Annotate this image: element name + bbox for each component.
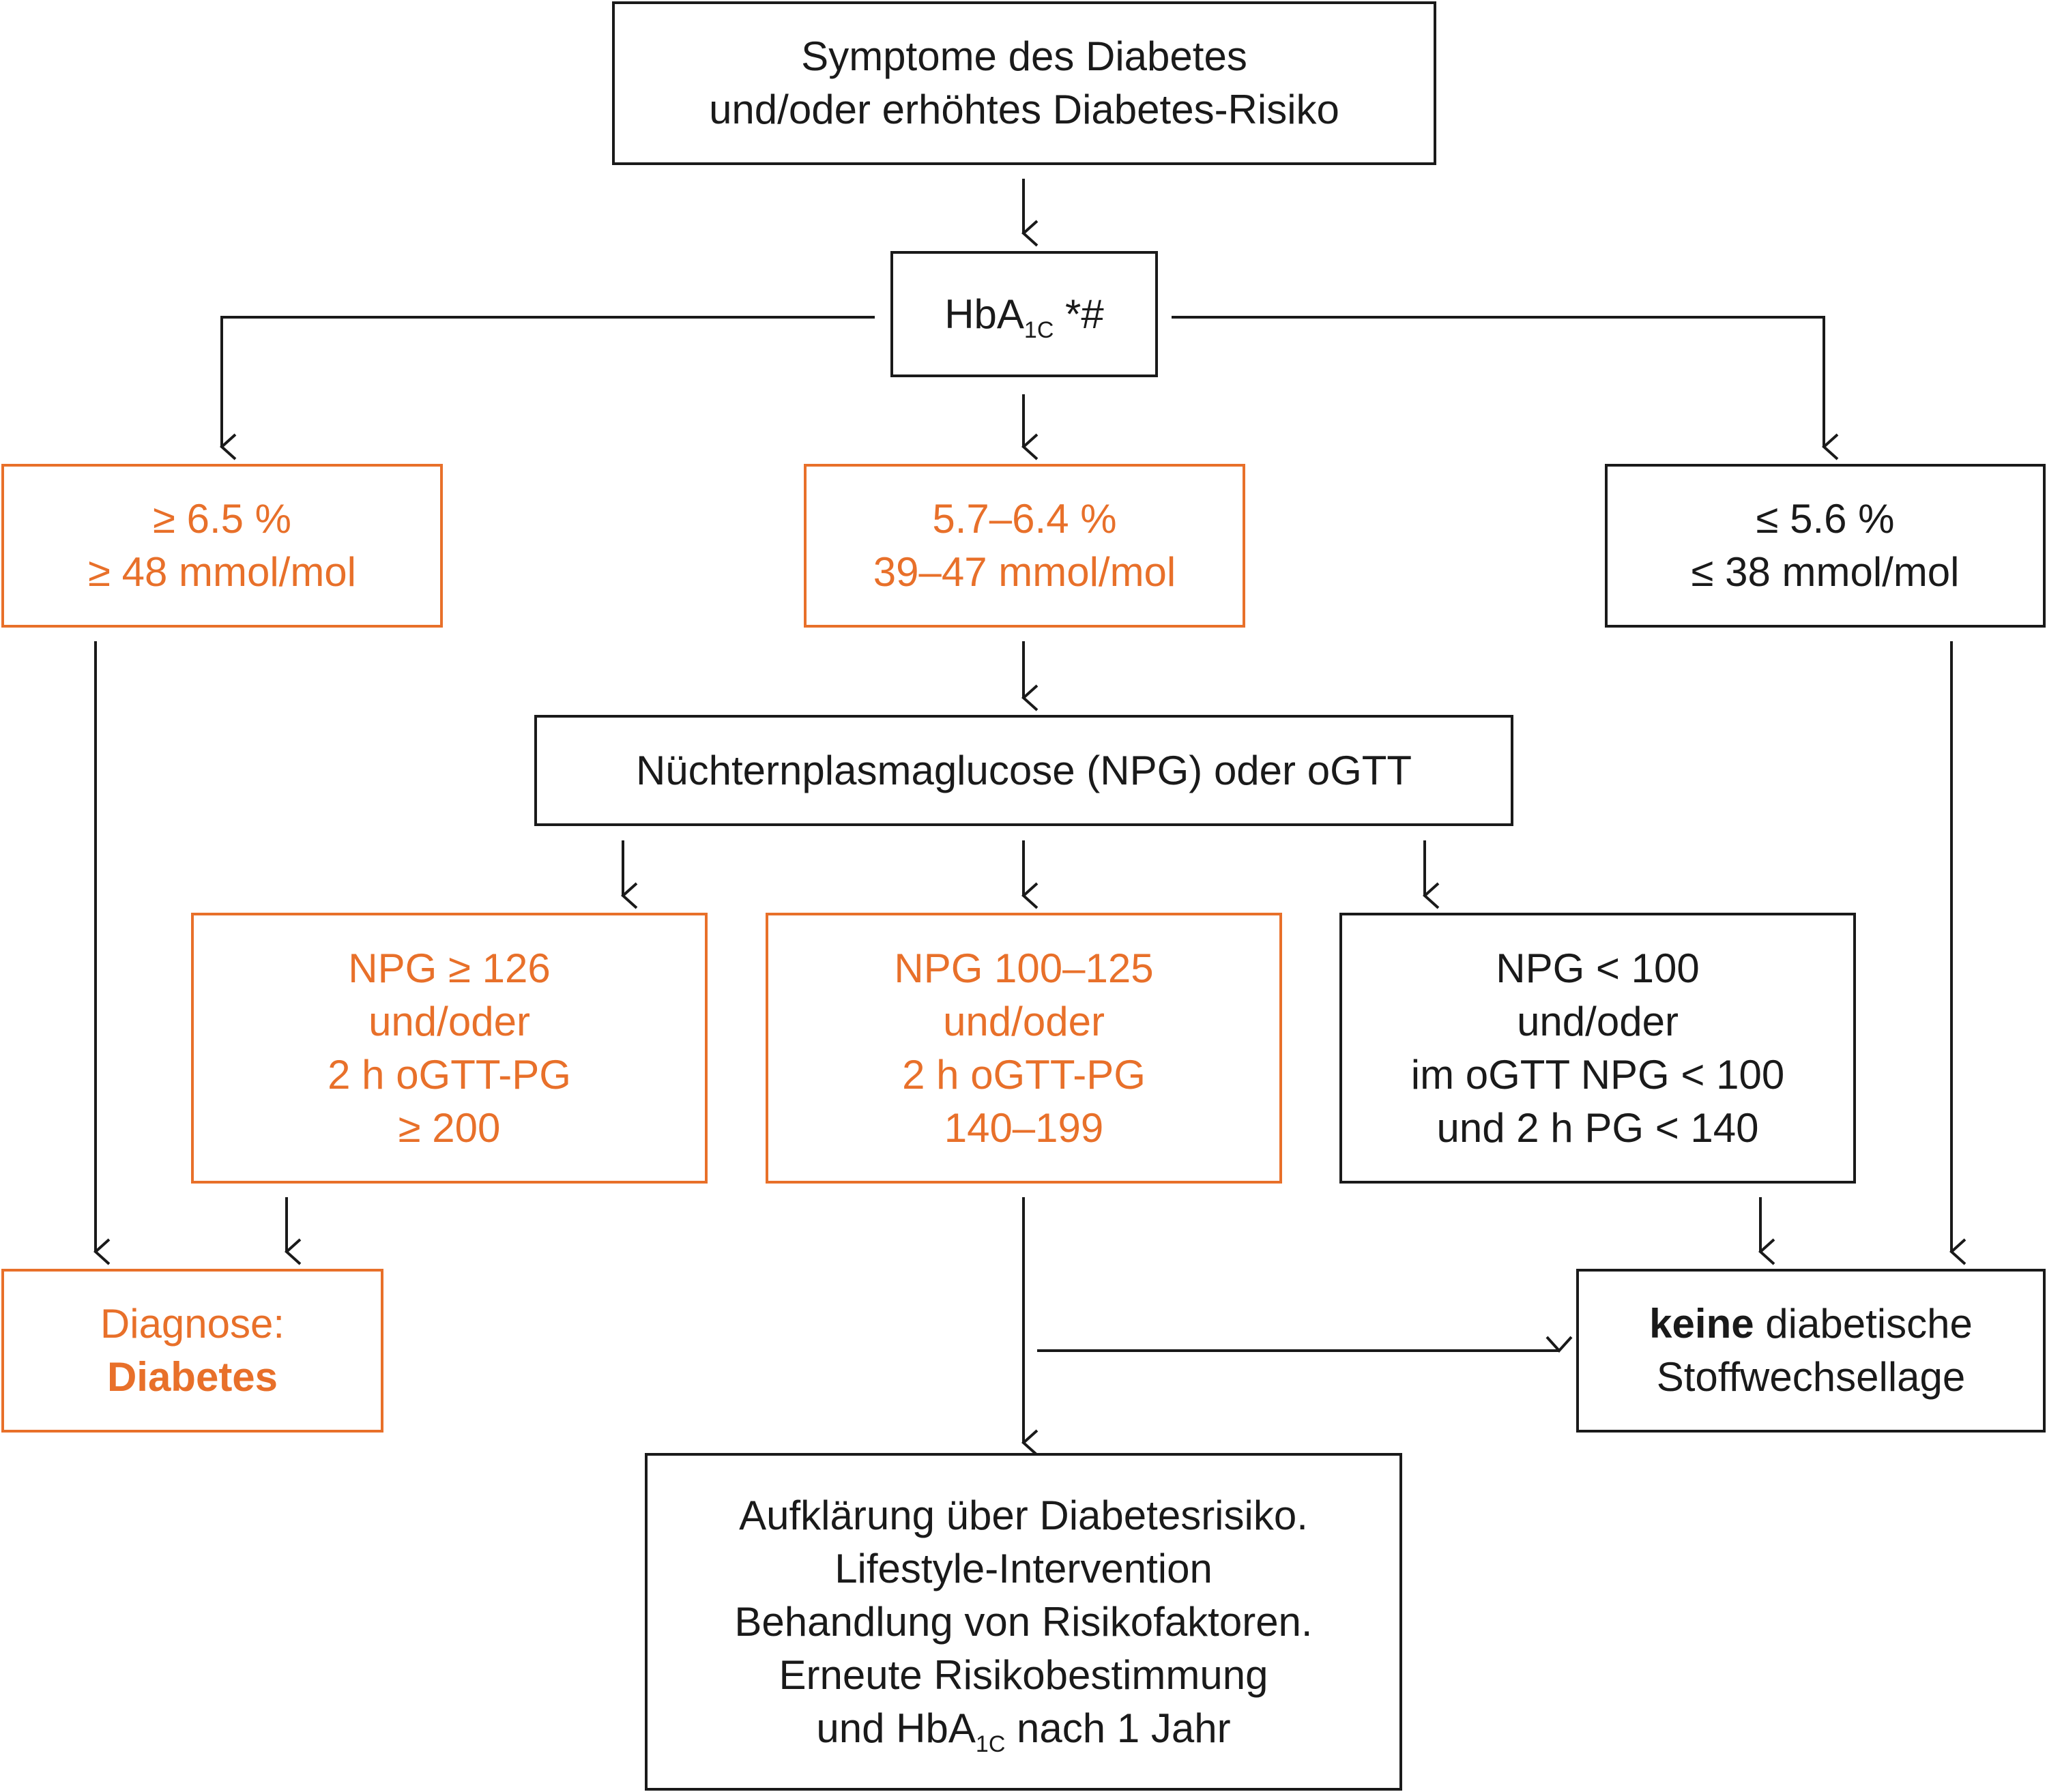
advice-line-1: Aufklärung über Diabetesrisiko. (739, 1492, 1308, 1538)
advice-line-5: und HbA1C nach 1 Jahr (816, 1705, 1231, 1757)
hba1c-high-box: ≥ 6.5 % ≥ 48 mmol/mol (1, 464, 443, 628)
hba1c-mid-mmol: 39–47 mmol/mol (873, 549, 1176, 595)
advice-line-4: Erneute Risikobestimmung (779, 1651, 1268, 1698)
no-diabetes-box: keine diabetische Stoffwechsellage (1576, 1269, 2046, 1433)
npg-high-box: NPG ≥ 126 und/oder 2 h oGTT-PG ≥ 200 (191, 913, 708, 1184)
hba1c-low-percent: ≤ 5.6 % (1756, 496, 1895, 542)
npg-high-line-3: 2 h oGTT-PG (328, 1051, 571, 1098)
npg-mid-line-2: und/oder (943, 998, 1105, 1044)
npg-mid-line-1: NPG 100–125 (894, 945, 1154, 991)
npg-low-line-3: im oGTT NPG < 100 (1410, 1051, 1785, 1098)
hba1c-high-percent: ≥ 6.5 % (152, 496, 292, 542)
hba1c-high-mmol: ≥ 48 mmol/mol (87, 549, 357, 595)
start-box: Symptome des Diabetes und/oder erhöhtes … (612, 1, 1436, 165)
npg-low-line-1: NPG < 100 (1496, 945, 1700, 991)
npg-mid-box: NPG 100–125 und/oder 2 h oGTT-PG 140–199 (766, 913, 1282, 1184)
diagnosis-box: Diagnose: Diabetes (1, 1269, 383, 1433)
no-diabetes-line-1: keine diabetische (1649, 1301, 1973, 1347)
npg-low-line-4: und 2 h PG < 140 (1436, 1104, 1759, 1151)
npg-high-line-4: ≥ 200 (398, 1104, 501, 1151)
hba1c-low-box: ≤ 5.6 % ≤ 38 mmol/mol (1605, 464, 2046, 628)
npg-test-box: Nüchternplasmaglucose (NPG) oder oGTT (534, 715, 1513, 826)
arrow-hba1c-to-low (1172, 316, 1839, 460)
hba1c-box: HbA1C *# (890, 251, 1158, 377)
npg-low-line-2: und/oder (1517, 998, 1679, 1044)
start-line-1: Symptome des Diabetes (801, 33, 1247, 79)
npg-mid-line-4: 140–199 (944, 1104, 1104, 1151)
hba1c-label: HbA1C *# (944, 291, 1104, 343)
start-line-2: und/oder erhöhtes Diabetes-Risiko (709, 87, 1339, 132)
advice-line-3: Behandlung von Risikofaktoren. (734, 1598, 1313, 1645)
npg-mid-line-3: 2 h oGTT-PG (902, 1051, 1146, 1098)
arrow-hba1c-to-high (220, 316, 875, 460)
npg-high-line-1: NPG ≥ 126 (348, 945, 551, 991)
no-diabetes-line-2: Stoffwechsellage (1656, 1354, 1966, 1400)
hba1c-low-mmol: ≤ 38 mmol/mol (1691, 549, 1960, 595)
advice-box: Aufklärung über Diabetesrisiko. Lifestyl… (645, 1453, 1402, 1791)
diagnosis-label: Diagnose: (100, 1301, 285, 1347)
hba1c-mid-percent: 5.7–6.4 % (932, 496, 1117, 542)
npg-high-line-2: und/oder (368, 998, 530, 1044)
no-diabetes-keyword: keine (1649, 1301, 1754, 1347)
npg-test-label: Nüchternplasmaglucose (NPG) oder oGTT (635, 747, 1412, 793)
hba1c-mid-box: 5.7–6.4 % 39–47 mmol/mol (804, 464, 1245, 628)
npg-low-box: NPG < 100 und/oder im oGTT NPG < 100 und… (1339, 913, 1856, 1184)
advice-line-2: Lifestyle-Intervention (834, 1545, 1213, 1591)
diagnosis-result: Diabetes (106, 1354, 278, 1400)
